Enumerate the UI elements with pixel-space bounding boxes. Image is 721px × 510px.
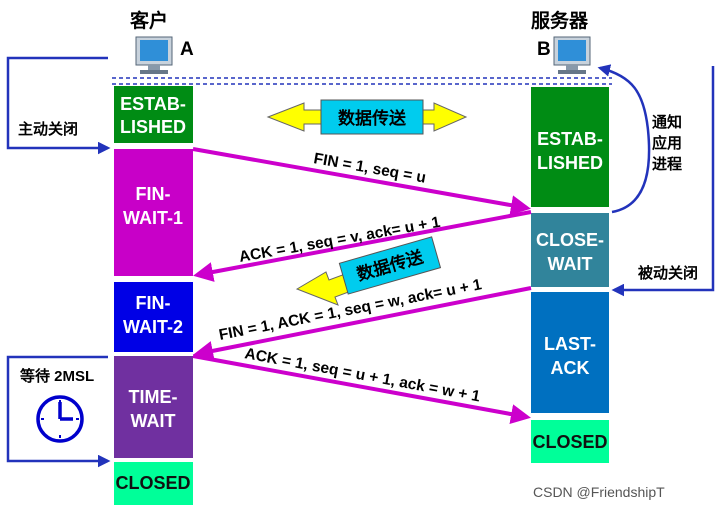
- state-text: CLOSED: [532, 432, 607, 452]
- server-label: B: [537, 39, 551, 60]
- ack2-label: ACK = 1, seq = u + 1, ack = w + 1: [243, 345, 482, 405]
- state-text: LISHED: [537, 153, 603, 173]
- state-text: LAST-: [544, 334, 596, 354]
- passive-close-arrow: [611, 66, 715, 297]
- notify-app-arrow: [597, 64, 651, 214]
- fin2-arrow: [193, 286, 532, 361]
- client-title: 客户: [130, 9, 168, 32]
- notify-app-label-2: 应用: [652, 134, 682, 152]
- server-state-established: ESTAB- LISHED: [531, 87, 609, 207]
- clock-icon: [36, 395, 84, 443]
- server-title: 服务器: [531, 9, 589, 32]
- client-state-established: ESTAB- LISHED: [114, 86, 193, 143]
- state-text: CLOSED: [115, 473, 190, 493]
- fin1-arrow: [192, 147, 531, 216]
- data-transfer-label-top: 数据传送: [338, 108, 407, 128]
- client-state-fin-wait-2: FIN- WAIT-2: [114, 282, 193, 352]
- state-text: FIN-: [136, 184, 171, 204]
- state-text: ACK: [551, 358, 590, 378]
- active-close-label: 主动关闭: [18, 120, 78, 138]
- data-transfer-arrow-top: 数据传送: [266, 99, 468, 135]
- server-state-closed: CLOSED: [531, 420, 609, 463]
- client-computer-icon: [135, 36, 173, 74]
- ack2-arrow: [192, 354, 531, 424]
- client-state-closed: CLOSED: [114, 462, 193, 505]
- passive-close-label: 被动关闭: [638, 264, 698, 282]
- ack1-arrow: [193, 210, 532, 282]
- state-text: WAIT-2: [123, 317, 183, 337]
- state-text: CLOSE-: [536, 230, 604, 250]
- client-state-fin-wait-1: FIN- WAIT-1: [114, 149, 193, 276]
- state-text: LISHED: [120, 117, 186, 137]
- client-state-time-wait: TIME- WAIT: [114, 356, 193, 458]
- server-computer-icon: [553, 36, 591, 74]
- state-text: FIN-: [136, 293, 171, 313]
- active-close-arrow: [6, 56, 111, 155]
- watermark: CSDN @FriendshipT: [533, 484, 665, 500]
- state-text: ESTAB-: [120, 94, 186, 114]
- notify-app-label-3: 进程: [652, 156, 682, 173]
- wait-2msl-arrow: [6, 355, 111, 468]
- state-text: TIME-: [129, 387, 178, 407]
- state-text: WAIT: [548, 254, 593, 274]
- server-state-last-ack: LAST- ACK: [531, 292, 609, 413]
- wait-2msl-label: 等待 2MSL: [20, 367, 94, 385]
- notify-app-label-1: 通知: [652, 113, 682, 131]
- client-label: A: [180, 39, 194, 60]
- state-text: ESTAB-: [537, 129, 603, 149]
- state-text: WAIT: [131, 411, 176, 431]
- state-text: WAIT-1: [123, 208, 183, 228]
- server-state-close-wait: CLOSE- WAIT: [531, 213, 609, 287]
